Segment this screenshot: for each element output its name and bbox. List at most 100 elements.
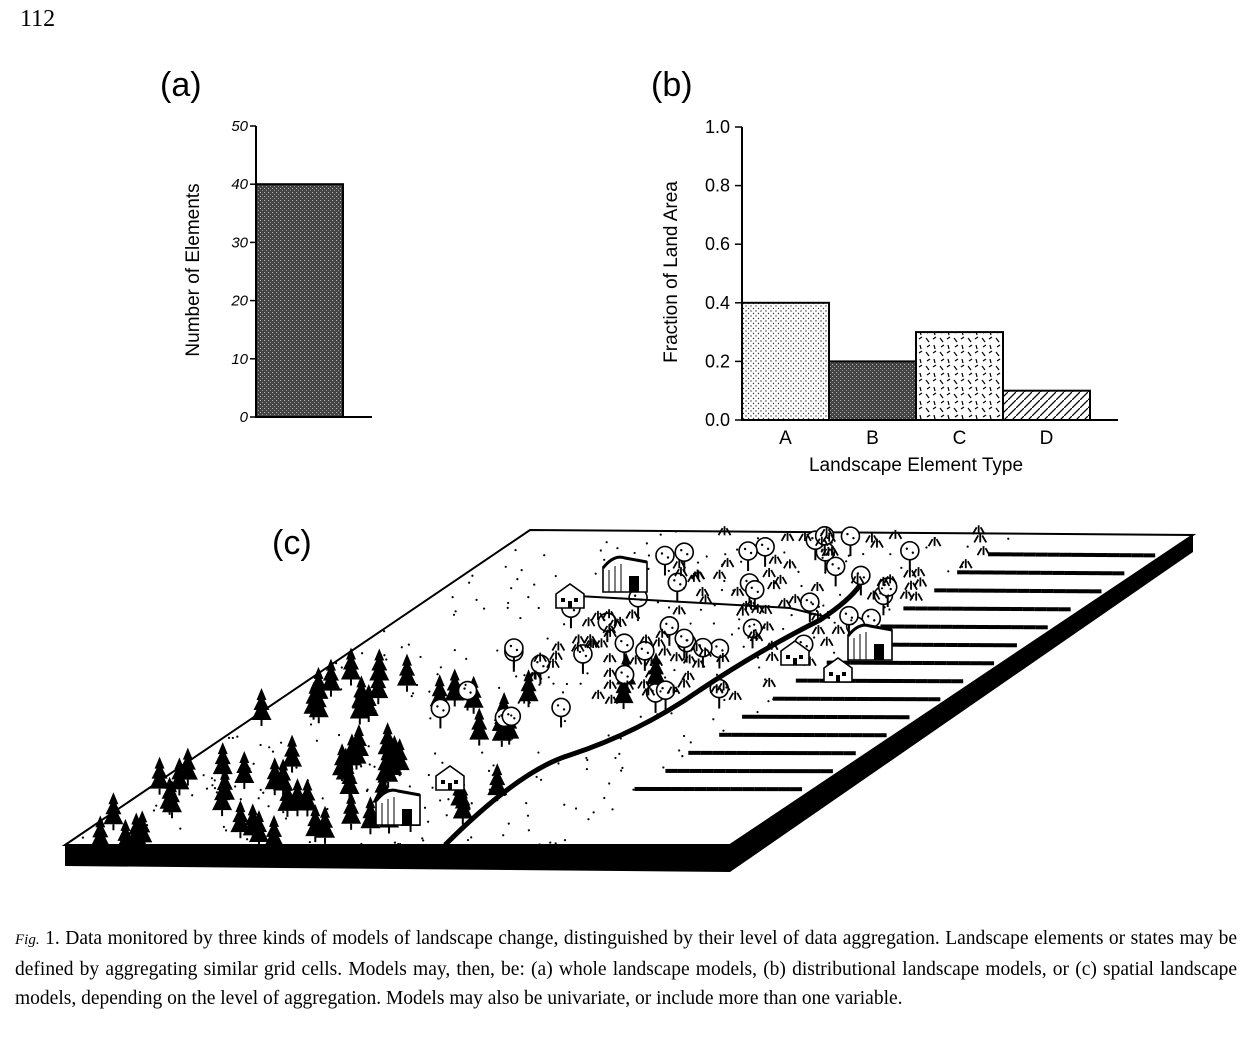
ground-dot xyxy=(637,616,641,619)
crop-mark xyxy=(1059,552,1072,557)
ground-dot xyxy=(373,765,376,768)
ground-dot xyxy=(662,766,665,769)
ground-dot xyxy=(659,690,662,693)
crop-mark xyxy=(1052,570,1065,575)
ground-dot xyxy=(830,541,833,544)
ground-dot xyxy=(1007,537,1010,540)
crop-mark xyxy=(743,732,756,737)
ground-dot xyxy=(682,658,685,661)
crop-mark xyxy=(873,715,886,720)
chart-a-ylabel: Number of Elements xyxy=(183,183,204,356)
ground-dot xyxy=(308,840,311,844)
ground-dot xyxy=(471,574,474,577)
ground-dot xyxy=(506,606,509,609)
spatial-landscape-illustration xyxy=(61,524,1197,872)
crop-mark xyxy=(777,714,790,719)
crop-mark xyxy=(1034,607,1047,612)
ground-dot xyxy=(675,690,678,693)
ground-dot xyxy=(498,715,501,718)
ground-dot xyxy=(179,827,182,830)
crop-mark xyxy=(957,643,970,648)
ground-dot xyxy=(470,802,473,805)
ground-dot xyxy=(421,837,424,840)
crop-mark xyxy=(850,660,863,665)
crop-mark xyxy=(850,733,863,738)
chart-a-ytick-label: 40 xyxy=(231,176,248,193)
ground-dot xyxy=(797,570,800,573)
crop-mark xyxy=(1065,589,1078,594)
ground-dot xyxy=(552,682,555,685)
crop-mark xyxy=(879,678,892,683)
crop-mark xyxy=(832,696,845,701)
crop-mark xyxy=(880,697,893,702)
ground-dot xyxy=(441,761,444,764)
crop-mark xyxy=(999,625,1012,630)
ground-dot xyxy=(763,626,766,629)
ground-dot xyxy=(723,698,726,702)
ground-dot xyxy=(862,552,865,556)
ground-dot xyxy=(407,643,410,646)
ground-dot xyxy=(960,565,964,568)
ground-dot xyxy=(267,805,270,808)
ground-dot xyxy=(682,734,686,738)
ground-dot xyxy=(620,769,623,772)
ground-dot xyxy=(699,608,703,611)
ground-dot xyxy=(411,692,415,695)
ground-dot xyxy=(647,554,651,557)
ground-dot xyxy=(475,598,478,601)
crop-mark xyxy=(795,678,808,683)
crop-mark xyxy=(945,642,958,647)
ground-dot xyxy=(832,651,836,654)
ground-dot xyxy=(491,774,494,777)
ground-dot xyxy=(136,839,139,843)
crop-mark xyxy=(964,624,977,629)
crop-mark xyxy=(730,787,743,792)
chart-b-ytick-label: 0.2 xyxy=(705,351,730,371)
ground-dot xyxy=(465,657,468,660)
ground-dot xyxy=(359,765,363,768)
crop-mark xyxy=(892,624,905,629)
crop-mark xyxy=(939,606,952,611)
ground-dot xyxy=(474,728,477,731)
chart-b-category-label: C xyxy=(953,428,967,449)
ground-dot xyxy=(533,583,536,586)
ground-dot xyxy=(667,569,670,572)
crop-mark xyxy=(927,606,940,611)
ground-dot xyxy=(753,623,756,626)
crop-mark xyxy=(807,678,820,683)
ground-dot xyxy=(539,778,543,781)
ground-dot xyxy=(498,686,501,689)
ground-dot xyxy=(191,794,194,797)
chart-b-ytick-label: 0.6 xyxy=(705,234,730,254)
ground-dot xyxy=(423,806,427,809)
ground-dot xyxy=(415,683,419,687)
crop-mark xyxy=(1035,552,1048,557)
ground-dot xyxy=(535,775,538,779)
crop-mark xyxy=(898,660,911,665)
crop-mark xyxy=(892,697,905,702)
crop-mark xyxy=(689,768,702,773)
crop-mark xyxy=(1016,570,1029,575)
ground-dot xyxy=(282,811,285,814)
ground-dot xyxy=(388,758,391,762)
crop-mark xyxy=(831,751,844,756)
crop-mark xyxy=(1011,552,1024,557)
ground-dot xyxy=(736,548,739,551)
crop-mark xyxy=(999,552,1012,557)
crop-mark xyxy=(765,714,778,719)
crop-mark xyxy=(825,715,838,720)
crop-mark xyxy=(986,606,999,611)
ground-dot xyxy=(725,686,728,689)
ground-dot xyxy=(645,542,648,545)
ground-dot xyxy=(385,658,388,661)
crop-mark xyxy=(772,751,785,756)
ground-dot xyxy=(452,613,456,616)
crop-mark xyxy=(1131,553,1144,558)
ground-dot xyxy=(900,566,903,569)
crop-mark xyxy=(998,606,1011,611)
panel-label-a: (a) xyxy=(160,66,202,104)
ground-dot xyxy=(268,746,271,749)
ground-dot xyxy=(614,756,617,760)
ground-dot xyxy=(888,608,891,611)
crop-mark xyxy=(761,769,774,774)
